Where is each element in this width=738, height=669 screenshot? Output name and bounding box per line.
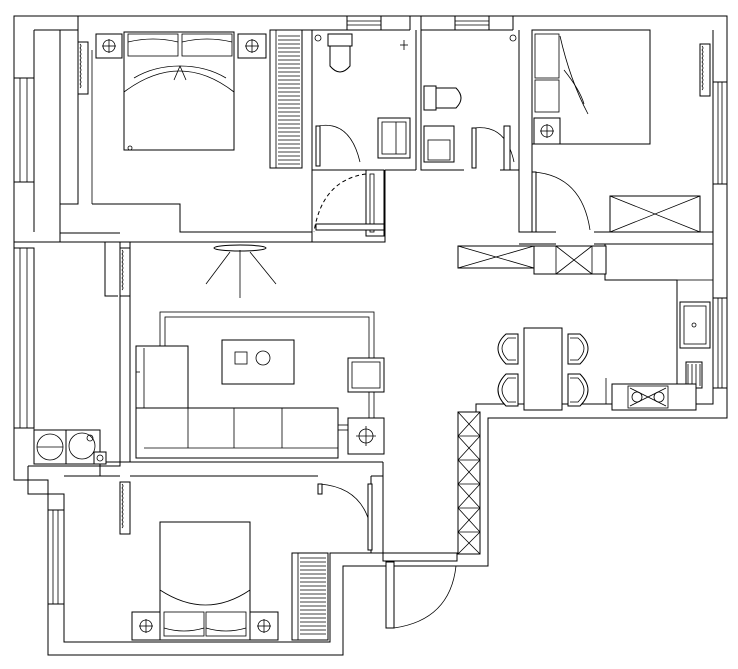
armchair [347,357,385,393]
double-bed [159,521,251,641]
dining-area [497,327,589,411]
entry-door [382,552,458,629]
sink [679,301,711,349]
chair [497,373,519,407]
corridor [313,169,607,275]
toilet [423,85,462,111]
chair [567,373,589,407]
bedroom-3 [119,481,373,641]
chair [497,333,519,365]
nightstand-right [237,33,267,59]
bedroom-2 [531,29,711,233]
bathroom-2 [423,34,517,171]
sink [423,125,455,163]
nightstand [249,611,279,641]
side-table [347,417,385,455]
shoe-cabinet [457,245,607,275]
chair [567,333,589,365]
double-bed [123,31,235,151]
nightstand [533,117,561,145]
ceiling-lamp [205,244,277,298]
floor-drain [93,451,107,465]
master-bedroom [77,29,303,204]
dining-table [523,327,563,411]
air-conditioner [699,43,711,97]
bathroom-1 [314,33,411,167]
nightstand [131,611,161,641]
tall-cabinet [457,411,481,555]
wardrobe [291,552,329,641]
air-conditioner [77,41,89,95]
balcony [33,248,107,465]
cooktop [611,383,697,411]
window-seat [609,195,701,233]
air-conditioner [119,481,131,535]
kitchen [605,279,714,411]
coffee-table [221,339,295,385]
shower-tray [377,117,411,159]
living-room [119,244,385,459]
wardrobe [269,29,303,169]
interior-walls [14,30,713,553]
washing-machine [33,429,67,465]
sofa [135,345,339,459]
toilet [314,33,353,73]
nightstand-left [95,33,123,59]
ac-unit [119,247,131,297]
bed [531,29,651,145]
outer-walls [13,15,728,656]
entrance [382,411,481,629]
